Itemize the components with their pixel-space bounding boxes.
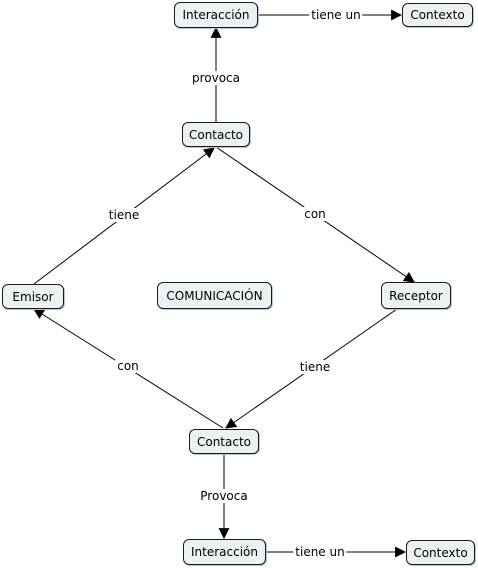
link-label-con-left: con — [115, 359, 141, 373]
link-label-tiene-right: tiene — [297, 360, 333, 374]
concept-emisor[interactable]: Emisor — [2, 284, 64, 309]
concept-contacto-top[interactable]: Contacto — [182, 122, 250, 147]
link-label-provoca-bottom: Provoca — [198, 489, 250, 503]
concept-comunicacion[interactable]: COMUNICACIÓN — [157, 282, 272, 309]
link-label-tiene-left: tiene — [106, 208, 142, 222]
concept-interaccion-bottom[interactable]: Interacción — [183, 539, 266, 565]
concept-receptor[interactable]: Receptor — [381, 282, 451, 309]
link-label-provoca-top: provoca — [189, 71, 243, 85]
link-label-tiene-un-top: tiene un — [309, 8, 363, 22]
concept-contacto-bottom[interactable]: Contacto — [189, 429, 259, 454]
link-label-tiene-un-bottom: tiene un — [293, 545, 347, 559]
concept-contexto-bottom[interactable]: Contexto — [406, 540, 475, 565]
link-label-con-right: con — [302, 207, 328, 221]
concept-interaccion-top[interactable]: Interacción — [174, 2, 258, 28]
concept-contexto-top[interactable]: Contexto — [402, 3, 473, 27]
